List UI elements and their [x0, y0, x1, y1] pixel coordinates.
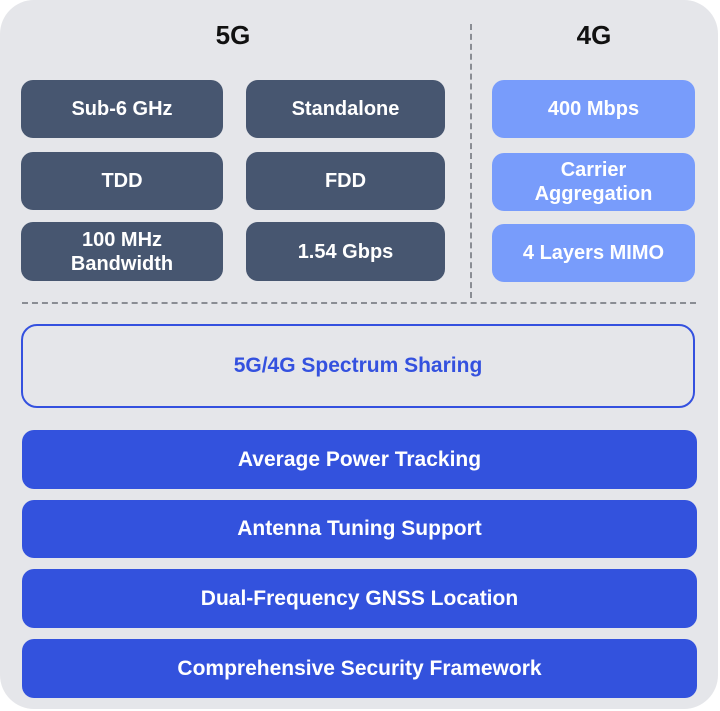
capability-label: Average Power Tracking: [237, 447, 482, 471]
feature-label: TDD: [101, 170, 143, 192]
4g-feature-throughput: 400 Mbps: [492, 80, 695, 138]
capability-label: Comprehensive Security Framework: [177, 656, 542, 680]
feature-label: 1.54 Gbps: [297, 240, 394, 263]
vertical-divider: [470, 24, 472, 298]
5g-feature-bandwidth: 100 MHz Bandwidth: [21, 222, 223, 281]
capability-security-framework: Comprehensive Security Framework: [22, 639, 697, 698]
feature-label: Standalone: [291, 98, 400, 120]
spectrum-sharing-label: 5G/4G Spectrum Sharing: [233, 354, 483, 377]
feature-label-line1: Carrier: [560, 159, 627, 181]
5g-feature-sub6: Sub-6 GHz: [21, 80, 223, 138]
5g-feature-tdd: TDD: [21, 152, 223, 210]
4g-feature-carrier-aggregation: Carrier Aggregation: [492, 153, 695, 211]
feature-label-line2: Bandwidth: [70, 252, 174, 275]
feature-label: 400 Mbps: [547, 98, 640, 120]
capability-label: Antenna Tuning Support: [237, 517, 482, 540]
5g-heading: 5G: [215, 20, 251, 50]
4g-feature-mimo: 4 Layers MIMO: [492, 224, 695, 282]
5g-feature-standalone: Standalone: [246, 80, 445, 138]
feature-label: 4 Layers MIMO: [522, 242, 665, 264]
spectrum-sharing-box: 5G/4G Spectrum Sharing: [21, 324, 695, 408]
4g-heading: 4G: [576, 20, 612, 50]
5g-feature-throughput: 1.54 Gbps: [246, 222, 445, 281]
5g-feature-fdd: FDD: [246, 152, 445, 210]
feature-label-line1: 100 MHz: [81, 228, 163, 251]
feature-label: Sub-6 GHz: [71, 98, 173, 120]
feature-label-line2: Aggregation: [534, 183, 653, 205]
feature-label: FDD: [324, 170, 367, 192]
capability-average-power-tracking: Average Power Tracking: [22, 430, 697, 489]
capability-antenna-tuning: Antenna Tuning Support: [22, 500, 697, 558]
capability-label: Dual-Frequency GNSS Location: [200, 586, 519, 610]
horizontal-divider: [22, 302, 696, 304]
capability-dual-frequency-gnss: Dual-Frequency GNSS Location: [22, 569, 697, 628]
